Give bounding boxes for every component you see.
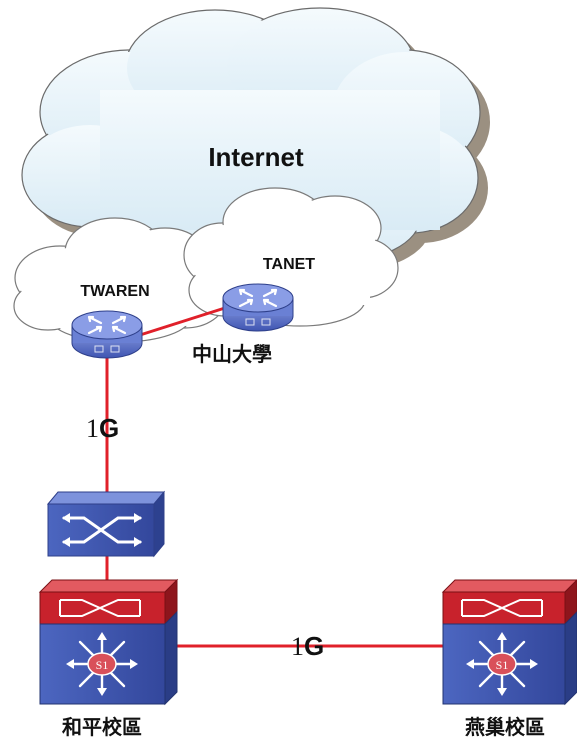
yanchao-campus-label: 燕巢校區 <box>465 715 545 739</box>
uplink-speed-suffix: G <box>99 413 119 443</box>
twaren-label: TWAREN <box>80 283 149 300</box>
heping-campus-label: 和平校區 <box>62 715 142 739</box>
campus-link-speed-label: 1G <box>291 631 324 661</box>
uplink-speed-prefix: 1 <box>86 414 99 443</box>
campus-link-speed-prefix: 1 <box>291 632 304 661</box>
twaren-router-icon <box>71 310 143 359</box>
heping-switch-badge: S1 <box>96 658 109 672</box>
nsysu-router-icon <box>222 283 294 332</box>
yanchao-switch-badge: S1 <box>496 658 509 672</box>
router-interconnect-link <box>139 305 229 337</box>
yanchao-core-switch-icon: S1 <box>441 579 577 706</box>
internet-label: Internet <box>208 142 304 172</box>
aggregation-switch-icon <box>46 490 166 558</box>
nsysu-label: 中山大學 <box>192 342 272 366</box>
campus-link-speed-suffix: G <box>304 631 324 661</box>
uplink-speed-label: 1G <box>86 413 119 443</box>
tanet-label: TANET <box>263 256 315 273</box>
heping-core-switch-icon: S1 <box>38 578 179 706</box>
tanet-cloud: TANET <box>183 187 399 327</box>
